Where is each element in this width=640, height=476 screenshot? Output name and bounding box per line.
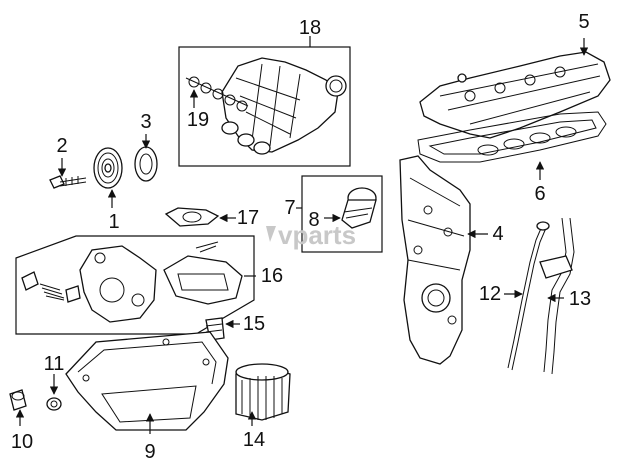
intake-manifold-drawing — [221, 57, 347, 155]
callout-19: 19 — [187, 109, 209, 131]
callout-18: 18 — [299, 17, 321, 39]
oil-filter-drawing — [235, 363, 291, 421]
callout-8: 8 — [308, 209, 319, 231]
drain-plug-drawing — [9, 389, 27, 411]
oil-filler-cap-drawing — [341, 187, 377, 229]
timing-cover-drawing — [399, 155, 471, 365]
callout-9: 9 — [144, 441, 155, 463]
callout-11: 11 — [44, 353, 65, 375]
callout-1: 1 — [108, 211, 119, 233]
callout-2: 2 — [56, 135, 67, 157]
callout-14: 14 — [243, 429, 265, 451]
valve-cover-drawing — [419, 51, 611, 139]
dipstick-drawing — [507, 221, 550, 371]
callout-13: 13 — [569, 288, 591, 310]
oil-cap-group-box — [301, 175, 383, 253]
intake-gasket-drawing — [185, 76, 249, 112]
bolt-drawing — [49, 175, 87, 189]
valve-cover-gasket-drawing — [417, 111, 607, 163]
oil-pump-drawing — [21, 241, 243, 323]
callout-4: 4 — [492, 223, 503, 245]
callout-17: 17 — [237, 207, 259, 229]
seal-drawing — [134, 146, 158, 182]
intake-manifold-group-box — [178, 46, 351, 167]
oil-pan-drawing — [65, 331, 229, 431]
gasket-17-drawing — [164, 207, 220, 227]
callout-5: 5 — [578, 11, 589, 33]
watermark-text: vparts — [278, 220, 356, 250]
washer-drawing — [46, 397, 62, 411]
callout-12: 12 — [479, 283, 501, 305]
vparts-watermark: vparts — [266, 220, 356, 250]
callout-7: 7 — [284, 197, 295, 219]
callout-3: 3 — [140, 111, 151, 133]
dipstick-tube-drawing — [539, 217, 575, 375]
callout-10: 10 — [11, 431, 33, 453]
oil-pump-group-box — [15, 235, 255, 335]
callout-15: 15 — [243, 313, 265, 335]
callout-16: 16 — [261, 265, 283, 287]
callout-6: 6 — [534, 183, 545, 205]
pulley-drawing — [93, 147, 123, 189]
